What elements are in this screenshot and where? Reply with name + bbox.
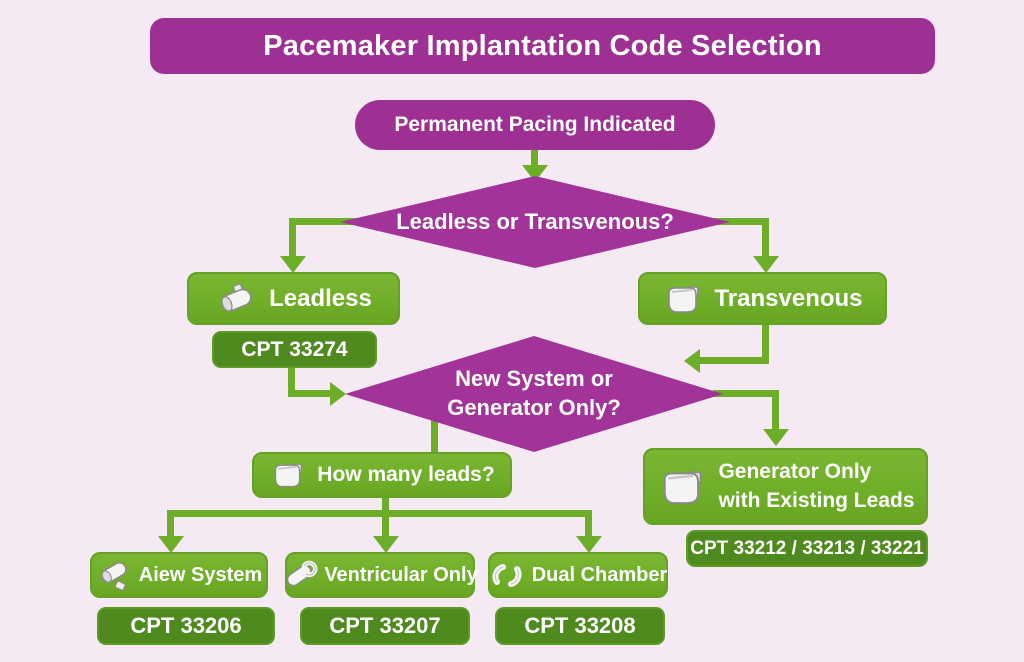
connector-decision2-generator-h	[713, 390, 779, 397]
node-leadless-label: Leadless	[269, 284, 372, 312]
cpt-33206: CPT 33206	[97, 607, 275, 645]
cpt-33212-33213-33221: CPT 33212 / 33213 / 33221	[686, 530, 928, 567]
node-ventricular-only-label: Ventricular Only	[324, 563, 478, 586]
node-generator-only-line2: with Existing Leads	[718, 488, 915, 512]
pacemaker-generator-icon	[269, 458, 307, 492]
arrowhead-generator-only	[763, 429, 789, 446]
decision2-line2: Generator Only?	[447, 395, 621, 420]
connector-split-right-v	[585, 510, 592, 539]
single-lead-icon	[282, 558, 318, 592]
arrowhead-decision2-right	[684, 349, 700, 373]
leadless-capsule-icon	[215, 280, 259, 318]
arrowhead-ventricular-only	[373, 536, 399, 553]
connector-decision1-leadless-v	[289, 218, 296, 260]
arrowhead-decision2-left	[330, 382, 346, 406]
node-generator-only: Generator Only with Existing Leads	[643, 448, 928, 525]
connector-decision2-generator-v	[772, 390, 779, 432]
node-how-many-leads-label: How many leads?	[317, 463, 495, 486]
connector-split-stem	[382, 498, 389, 517]
connector-split-mid-v	[382, 510, 389, 539]
node-dual-chamber: Dual Chamber	[488, 552, 668, 598]
node-transvenous: Transvenous	[638, 272, 887, 325]
arrowhead-dual-chamber	[576, 536, 602, 553]
node-dual-chamber-label: Dual Chamber	[531, 563, 668, 586]
cpt-33208: CPT 33208	[495, 607, 665, 645]
pacemaker-generator-icon	[662, 280, 704, 318]
decision-leadless-or-transvenous: Leadless or Transvenous?	[340, 176, 730, 268]
arrowhead-new-system	[158, 536, 184, 553]
capsule-lead-icon	[96, 558, 132, 592]
node-how-many-leads: How many leads?	[252, 452, 512, 498]
connector-cpt33274-decision2-v	[288, 368, 295, 397]
connector-transvenous-decision2-v	[762, 325, 769, 364]
dual-lead-icon	[489, 558, 525, 592]
node-leadless: Leadless	[187, 272, 400, 325]
node-permanent-pacing-indicated: Permanent Pacing Indicated	[355, 100, 715, 150]
node-transvenous-label: Transvenous	[714, 284, 863, 312]
connector-decision1-transvenous-h	[700, 218, 769, 225]
connector-transvenous-decision2-h	[700, 357, 769, 364]
pacemaker-generator-icon	[656, 463, 708, 511]
connector-start-decision1	[531, 150, 538, 168]
connector-decision1-transvenous-v	[762, 218, 769, 260]
arrowhead-transvenous	[753, 256, 779, 273]
connector-split-bar	[167, 510, 592, 517]
node-new-system-label: Aiew System	[138, 563, 263, 586]
cpt-33207: CPT 33207	[300, 607, 470, 645]
connector-cpt33274-decision2-h	[288, 390, 332, 397]
decision2-line1: New System or	[455, 366, 613, 392]
connector-decision1-leadless-h	[289, 218, 361, 225]
cpt-33274: CPT 33274	[212, 331, 377, 368]
arrowhead-leadless	[280, 256, 306, 273]
node-new-system: Aiew System	[90, 552, 268, 598]
connector-decision2-howmanyleads	[431, 412, 438, 452]
decision-new-system-or-generator-only: New System or Generator Only?	[345, 336, 723, 452]
node-ventricular-only: Ventricular Only	[282, 552, 478, 598]
node-generator-only-line1: Generator Only	[718, 460, 872, 484]
connector-split-left-v	[167, 510, 174, 539]
page-title: Pacemaker Implantation Code Selection	[150, 18, 935, 74]
